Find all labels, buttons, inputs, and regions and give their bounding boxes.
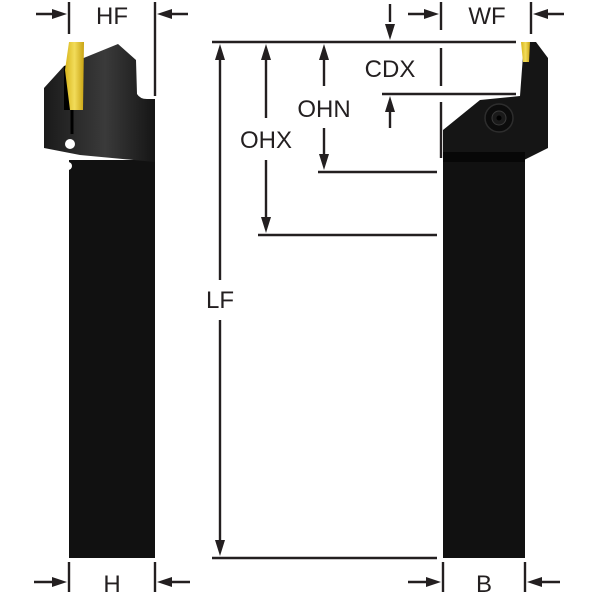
side-shank bbox=[69, 160, 155, 558]
clamp-screw-icon bbox=[484, 103, 514, 133]
front-head bbox=[443, 42, 548, 160]
dim-label-lf: LF bbox=[206, 287, 234, 314]
dimension-lines bbox=[34, 2, 564, 592]
front-shank bbox=[443, 160, 525, 558]
dim-label-b: B bbox=[476, 571, 492, 598]
side-insert bbox=[65, 42, 84, 110]
side-shank-notch bbox=[64, 162, 72, 170]
dim-label-hf: HF bbox=[96, 3, 128, 30]
front-view bbox=[443, 42, 548, 558]
dim-label-ohx: OHX bbox=[240, 127, 292, 154]
dim-label-cdx: CDX bbox=[365, 56, 416, 83]
side-head bbox=[44, 44, 155, 162]
dim-label-ohn: OHN bbox=[297, 96, 350, 123]
dim-label-h: H bbox=[103, 571, 120, 598]
front-insert bbox=[521, 42, 530, 62]
side-view bbox=[44, 42, 155, 558]
side-relief-hole bbox=[65, 139, 75, 149]
front-head-shadow-band bbox=[443, 152, 525, 162]
dim-label-wf: WF bbox=[468, 3, 505, 30]
